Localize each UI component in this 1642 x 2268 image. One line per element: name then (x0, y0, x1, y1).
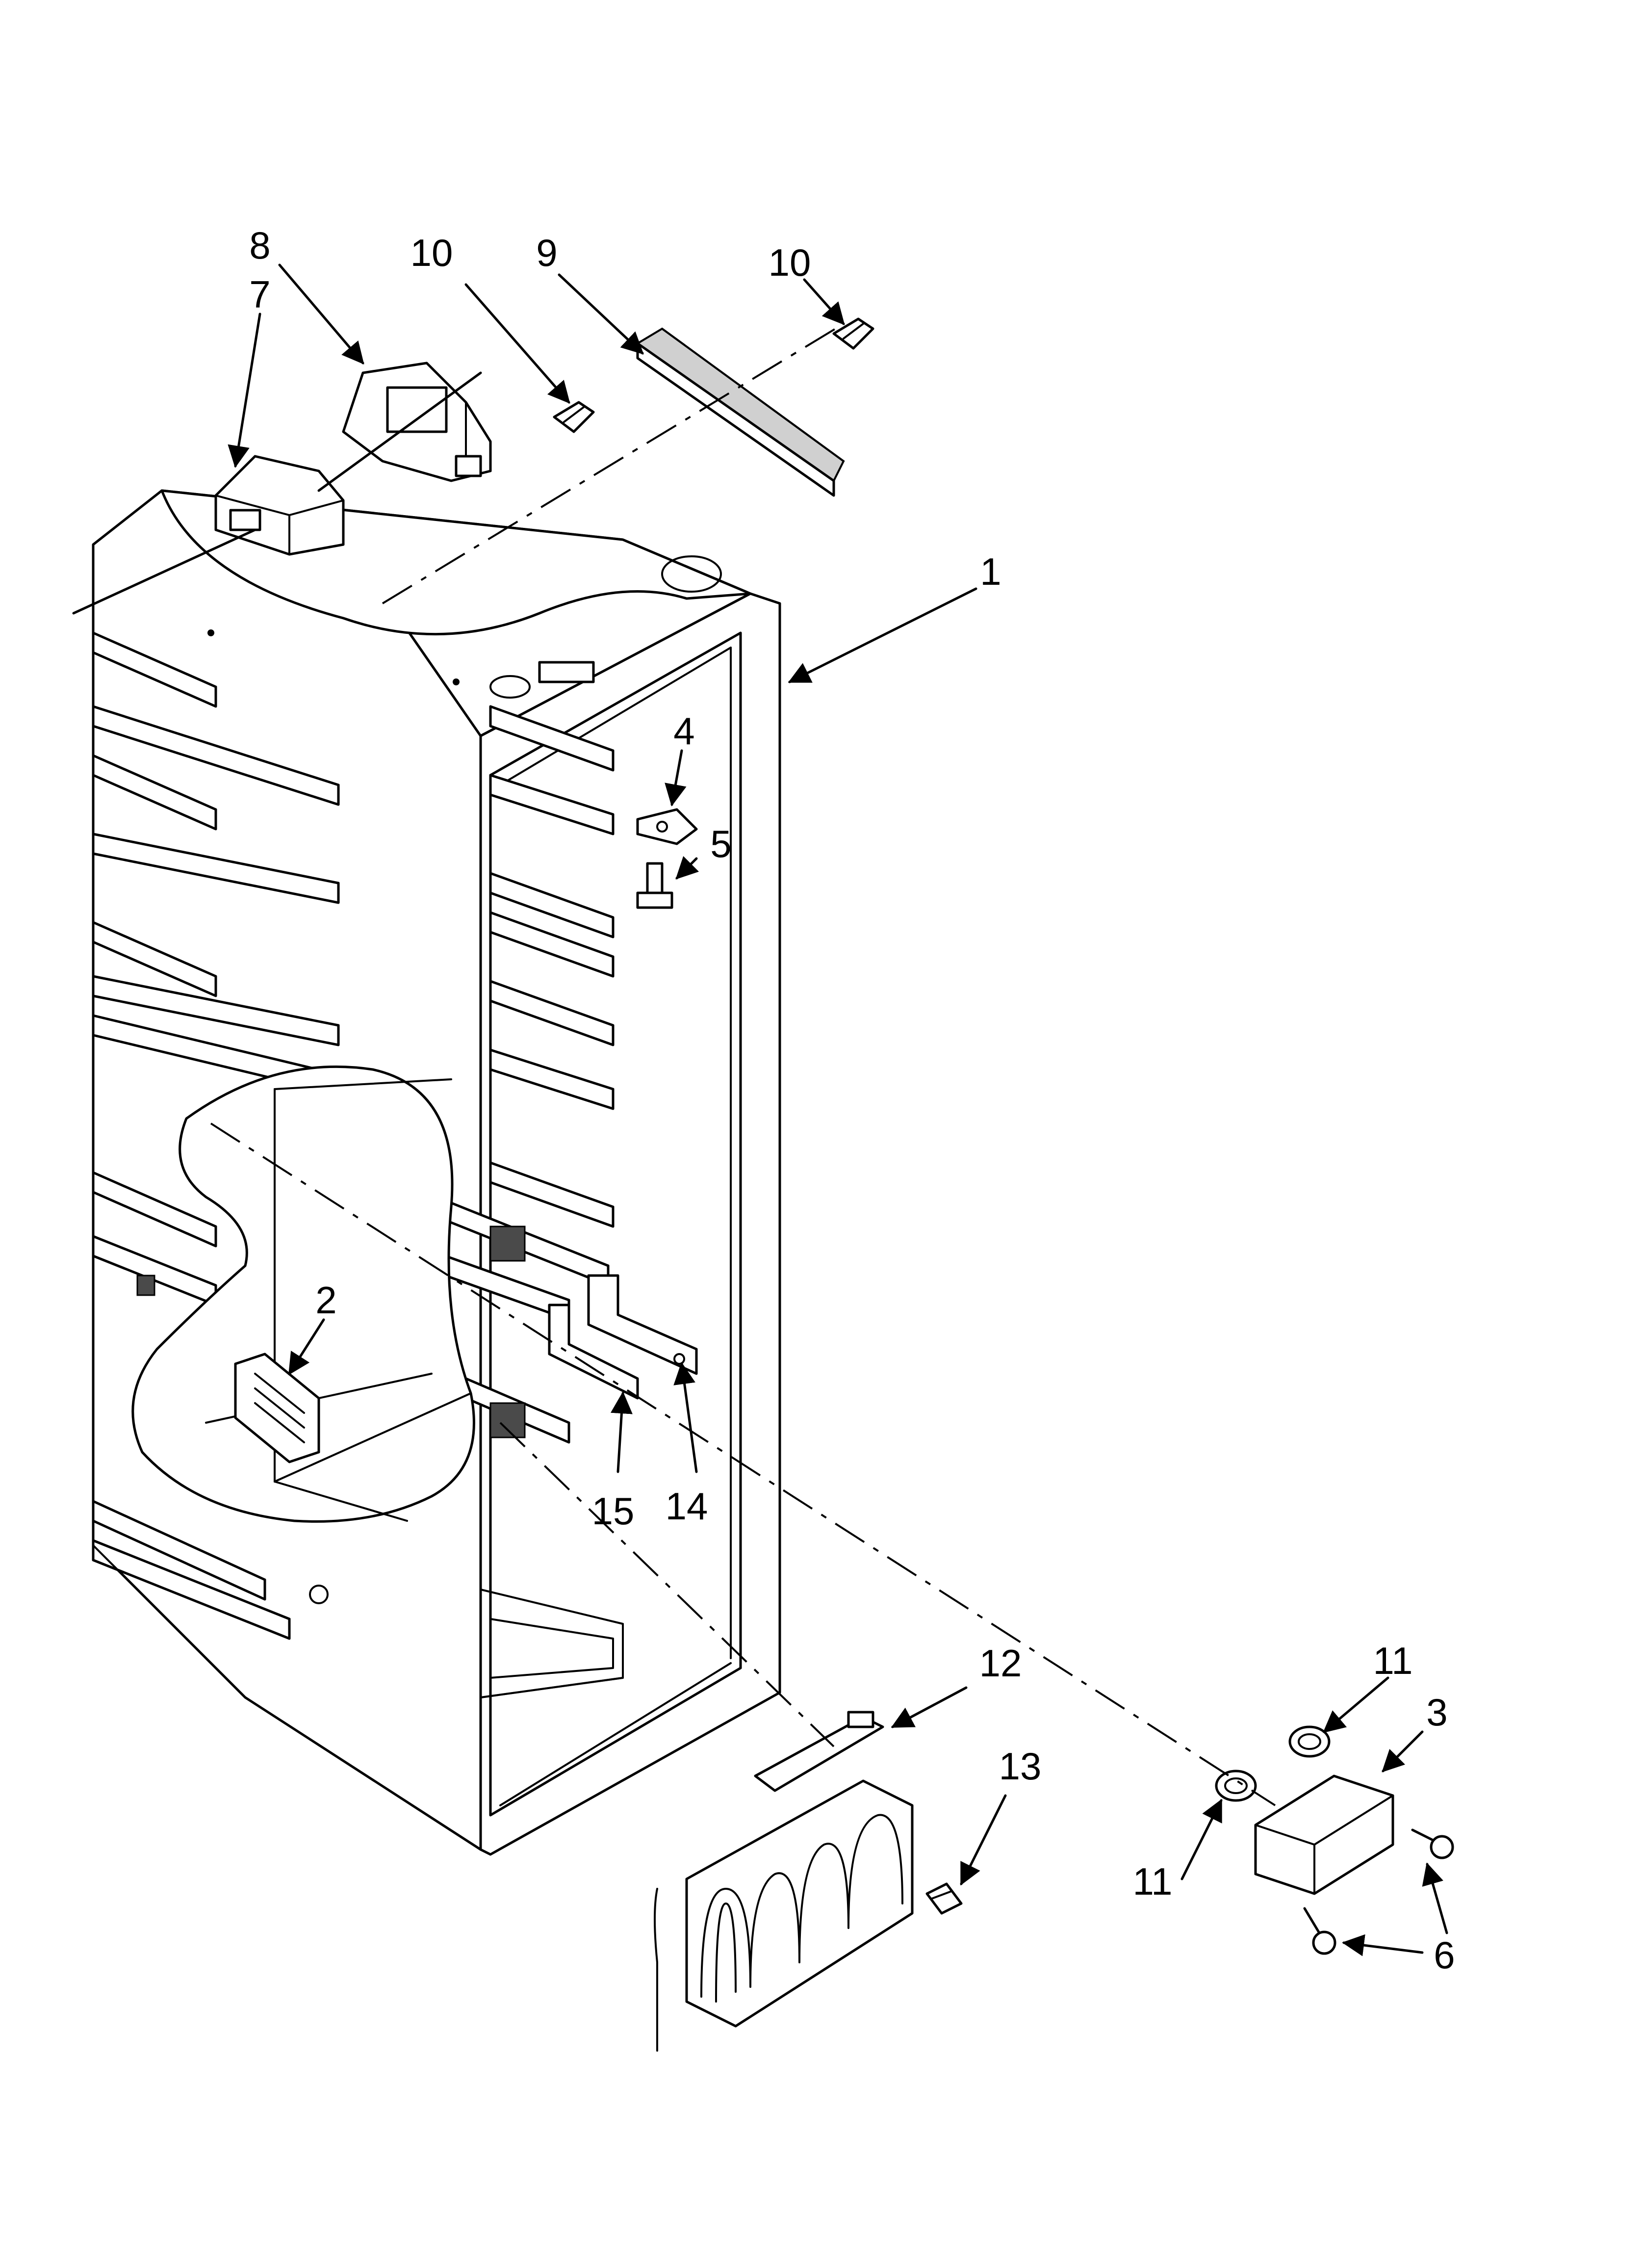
callout-6: 6 (1434, 1933, 1455, 1977)
callout-10b: 10 (769, 241, 811, 284)
part-10-screw-right (832, 317, 874, 350)
part-10-screw-left (553, 401, 595, 433)
leader-15 (610, 1391, 633, 1473)
leader-12 (891, 1686, 968, 1728)
leader-11a (1180, 1799, 1223, 1880)
callout-10a: 10 (410, 231, 453, 274)
leader-8 (278, 263, 364, 365)
leader-arrows (228, 263, 1448, 1956)
callout-3: 3 (1426, 1691, 1447, 1734)
leader-5 (675, 856, 699, 880)
callout-labels: 1 2 3 4 5 6 7 8 9 10 10 11 11 12 13 14 1… (249, 224, 1455, 1977)
callout-11a: 11 (1133, 1860, 1173, 1903)
leader-4 (665, 749, 687, 807)
part-2-vent (234, 1353, 320, 1463)
leader-10b (803, 278, 845, 325)
part-7-light-housing (214, 455, 345, 556)
part-6-pin-lower (1303, 1907, 1336, 1955)
leader-11b (1323, 1676, 1389, 1733)
callout-5: 5 (710, 822, 731, 865)
part-15-strip (548, 1303, 639, 1400)
leader-6a (1422, 1862, 1448, 1934)
part-8-leader-diag (317, 371, 482, 492)
callout-7: 7 (249, 273, 270, 316)
refrigerator-liner (92, 489, 781, 1856)
leader-14 (673, 1362, 698, 1473)
leader-1 (788, 587, 977, 683)
part-6-pin-upper (1411, 1828, 1454, 1859)
part-9-channel (636, 327, 845, 497)
callout-15: 15 (592, 1489, 635, 1533)
leader-13 (960, 1794, 1007, 1886)
leader-3 (1382, 1730, 1424, 1773)
part-5-screw (636, 862, 673, 909)
part-12-defrost-heater (654, 1711, 914, 2052)
leader-10a (464, 283, 570, 404)
part-7-wire (72, 528, 257, 615)
leader-7 (228, 313, 261, 468)
callout-13: 13 (999, 1745, 1042, 1788)
callout-8: 8 (249, 224, 270, 267)
callout-9: 9 (536, 231, 557, 274)
assembly-lines (210, 323, 1276, 1806)
callout-4: 4 (673, 709, 694, 753)
part-11-grommet-left (1215, 1770, 1257, 1802)
part-13-screw (925, 1882, 963, 1915)
part-4-clip (636, 808, 698, 845)
callout-14: 14 (666, 1485, 708, 1528)
callout-1: 1 (980, 550, 1001, 593)
part-3-drain-trough (1254, 1774, 1394, 1895)
callout-11b: 11 (1373, 1639, 1413, 1682)
leader-2 (288, 1318, 325, 1376)
part-11-grommet-right (1288, 1725, 1331, 1758)
callout-2: 2 (315, 1278, 336, 1322)
callout-12: 12 (979, 1642, 1022, 1685)
leader-9 (558, 273, 644, 355)
leader-6b (1342, 1934, 1424, 1956)
